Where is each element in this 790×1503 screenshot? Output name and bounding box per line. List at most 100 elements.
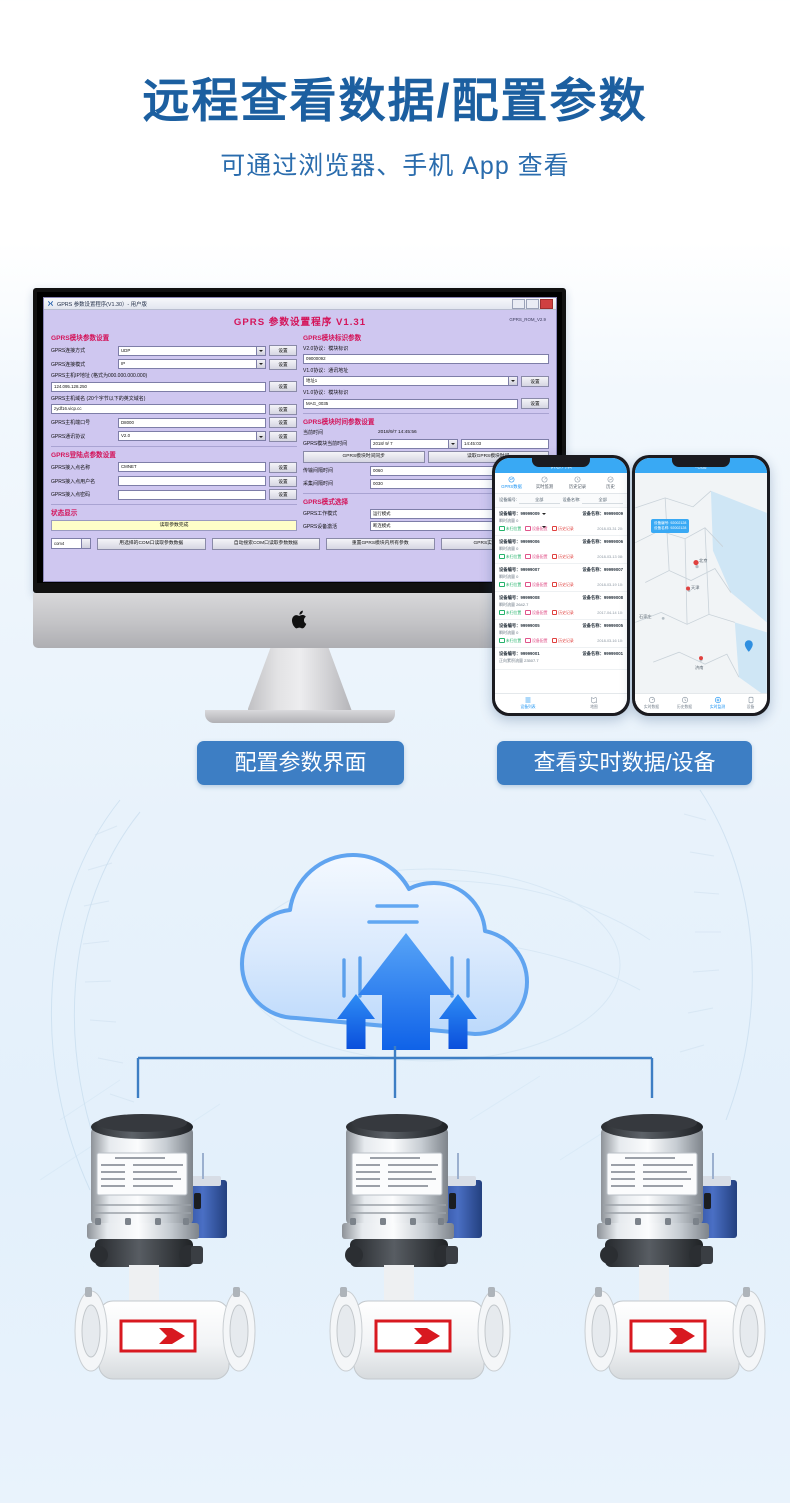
sample-interval-label: 采集间隔时间: [303, 481, 334, 488]
nav-device-list[interactable]: 设备列表: [495, 696, 561, 710]
tab-realtime[interactable]: 实时监测: [528, 473, 561, 493]
apn-password-row: GPRS接入点密码 设置: [51, 489, 297, 501]
apn-user-input[interactable]: [118, 476, 266, 487]
nav-history-data[interactable]: 历史数据: [668, 696, 701, 710]
apn-name-set-button[interactable]: 设置: [269, 461, 297, 473]
list-item[interactable]: 设备编号：99999008 设备名称：99999008 瞬时流量 2642.7 …: [495, 592, 627, 620]
auto-search-port-button[interactable]: 自动搜索COM口读取参数数据: [211, 537, 320, 550]
tag-location[interactable]: 未归位置: [499, 638, 521, 644]
caption-realtime-data: 查看实时数据/设备: [497, 741, 752, 785]
nav-realtime-monitor[interactable]: 实时监测: [701, 696, 734, 710]
host-domain-row: zydf16.vicp.cc 设置: [51, 403, 297, 415]
tag-history[interactable]: 历史记录: [551, 610, 574, 616]
filter-device-name[interactable]: 设备名称: 全部: [563, 497, 623, 504]
bubble-line-2: 设备名称: 92002128: [654, 525, 687, 530]
device-name: 设备名称：99999007: [582, 566, 623, 572]
list-item[interactable]: 设备编号：99999007 设备名称：99999007 瞬时流量 0 未归位置 …: [495, 564, 627, 592]
apn-user-set-button[interactable]: 设置: [269, 475, 297, 487]
tab-history-chart-label: 历史: [606, 484, 615, 489]
protocol-label: GPRS通讯协议: [51, 433, 86, 440]
device-flow: 瞬时流量 0: [499, 574, 519, 579]
host-port-set-button[interactable]: 设置: [269, 417, 297, 429]
tag-config[interactable]: 设备配置: [525, 526, 548, 532]
filter-device-id-value[interactable]: 全部: [518, 497, 560, 504]
host-domain-input[interactable]: zydf16.vicp.cc: [51, 404, 266, 415]
mode-group-title: GPRS模式选择: [303, 498, 349, 506]
tag-location[interactable]: 未归位置: [499, 582, 521, 588]
protocol-set-button[interactable]: 设置: [269, 430, 297, 442]
close-button[interactable]: [540, 298, 553, 309]
time-sync-button[interactable]: GPRS模块时间同步: [303, 451, 425, 464]
tag-location[interactable]: 未归位置: [499, 526, 521, 532]
connection-mode-set-button[interactable]: 设置: [269, 358, 297, 370]
read-selected-port-button[interactable]: 用选择的COM口读取参数数据: [97, 537, 206, 550]
connection-type-label: GPRS连接方式: [51, 348, 86, 354]
device-flow: 瞬时流量 0: [499, 630, 519, 635]
window-controls[interactable]: [512, 298, 553, 309]
tag-config[interactable]: 设备配置: [525, 554, 548, 560]
host-ip-row: 124.095.128.250 设置: [51, 381, 297, 393]
v1-module-id-input[interactable]: MAG_0035: [303, 398, 518, 409]
v2-module-id-input[interactable]: 09000092: [303, 354, 549, 364]
reset-module-button[interactable]: 重置GPRS模块内所有参数: [326, 537, 435, 550]
connection-mode-select[interactable]: IP: [118, 359, 266, 370]
flow-meter-1: [63, 1105, 293, 1405]
chart-icon: [607, 476, 614, 483]
tag-location[interactable]: 未归位置: [499, 610, 521, 616]
map-canvas[interactable]: 设备编号: 92002128 设备名称: 92002128 北京 天津 石家庄 …: [635, 473, 767, 697]
connection-type-set-button[interactable]: 设置: [269, 345, 297, 356]
list-item[interactable]: 设备编号：99999005 设备名称：99999005 瞬时流量 0 未归位置 …: [495, 620, 627, 648]
gauge-icon: [648, 696, 655, 704]
list-item[interactable]: 设备编号：99999001 设备名称：99999001 正向累积流量 23507…: [495, 648, 627, 670]
host-port-input[interactable]: D8000: [118, 417, 266, 428]
nav-device-list-label: 设备列表: [520, 705, 536, 709]
nav-map[interactable]: 地图: [561, 696, 627, 710]
host-domain-set-button[interactable]: 设置: [269, 403, 297, 415]
host-ip-input[interactable]: 124.095.128.250: [51, 381, 266, 392]
nav-device[interactable]: 设备: [734, 696, 767, 710]
device-id: 设备编号：99999005: [499, 622, 540, 628]
upload-arrow-left: [337, 994, 375, 1049]
tag-history[interactable]: 历史记录: [551, 638, 574, 644]
device-id: 设备编号：99999006: [499, 538, 540, 544]
tag-config[interactable]: 设备配置: [525, 582, 548, 588]
module-date-input[interactable]: 2018/ 9/ 7: [370, 438, 458, 449]
v1-comm-address-row: 地址1 设置: [303, 375, 549, 387]
filter-device-name-value[interactable]: 全部: [582, 497, 623, 504]
tag-history[interactable]: 历史记录: [551, 554, 574, 560]
current-time-row: 当前时间 2018/9/7 14:45:56: [303, 429, 549, 436]
tag-config[interactable]: 设备配置: [525, 638, 548, 644]
tab-history[interactable]: 历史记录: [561, 473, 594, 493]
com-port-select[interactable]: com4: [51, 538, 91, 550]
apn-name-input[interactable]: CMNET: [118, 462, 266, 473]
minimize-button[interactable]: [512, 298, 525, 309]
apn-password-set-button[interactable]: 设置: [269, 489, 297, 501]
tab-history-chart[interactable]: 历史: [594, 473, 627, 493]
list-item[interactable]: 设备编号：99999006 设备名称：99999006 瞬时流量 0 未归位置 …: [495, 536, 627, 564]
nav-realtime-data[interactable]: 实时数据: [635, 696, 668, 710]
connector-lines: [0, 1046, 790, 1106]
tag-config[interactable]: 设备配置: [525, 610, 548, 616]
v1-module-id-set-button[interactable]: 设置: [521, 398, 549, 410]
device-flow: 正向累积流量 23507.7: [499, 658, 539, 663]
apple-logo-icon: [291, 610, 306, 629]
apn-password-input[interactable]: [118, 489, 266, 500]
tab-gprs-data[interactable]: GPRS数据: [495, 473, 528, 493]
list-item[interactable]: 设备编号：99999009 设备名称：99999009 瞬时流量 0 未归位置 …: [495, 508, 627, 536]
module-param-group-title: GPRS模块参数设置: [51, 335, 110, 342]
module-clock-input[interactable]: 14:45:03: [461, 438, 549, 449]
connection-type-select[interactable]: UDP: [118, 345, 266, 356]
v1-comm-address-set-button[interactable]: 设置: [521, 375, 549, 387]
phone-tabs: GPRS数据 实时监测 历史记录: [495, 473, 627, 494]
upload-arrow-right: [439, 994, 477, 1049]
protocol-select[interactable]: V2.0: [118, 431, 266, 442]
tag-location[interactable]: 未归位置: [499, 554, 521, 560]
device-map-bubble[interactable]: 设备编号: 92002128 设备名称: 92002128: [651, 519, 690, 533]
v1-comm-address-select[interactable]: 地址1: [303, 376, 518, 387]
host-ip-set-button[interactable]: 设置: [269, 381, 297, 393]
current-time-label: 当前时间: [303, 430, 324, 437]
tag-history[interactable]: 历史记录: [551, 526, 574, 532]
tag-history[interactable]: 历史记录: [551, 582, 574, 588]
maximize-button[interactable]: [526, 298, 539, 309]
filter-device-id[interactable]: 设备编号: 全部: [499, 497, 560, 504]
